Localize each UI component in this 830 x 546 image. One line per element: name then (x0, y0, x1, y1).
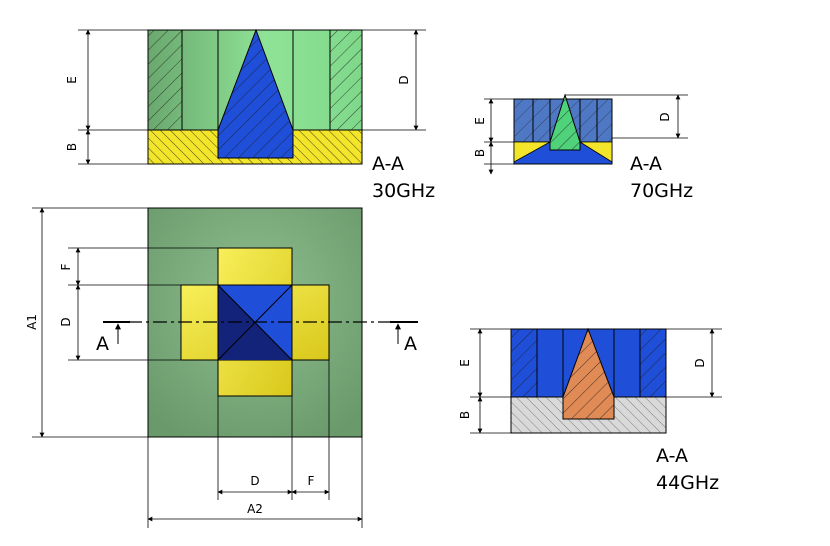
caption-section-30ghz: A-A (372, 153, 404, 175)
section-view-70ghz: E B D A-A 70GHz (473, 93, 693, 202)
dim-d-30ghz: D (397, 75, 411, 84)
dim-e-70ghz: E (473, 117, 487, 125)
dim-d-bottom: D (250, 474, 259, 488)
dim-b-44ghz: B (458, 411, 472, 419)
dim-f-left: F (59, 263, 73, 270)
dim-a1: A1 (25, 314, 39, 330)
dim-a2: A2 (247, 502, 263, 516)
dim-b-70ghz: B (473, 149, 487, 157)
dim-e-44ghz: E (458, 359, 472, 367)
dim-b-30ghz: B (65, 143, 79, 151)
caption-freq-30ghz: 30GHz (372, 180, 435, 202)
section-label-left: A (96, 333, 109, 355)
section-view-30ghz: E B D A-A 30GHz (65, 28, 435, 202)
dim-d-70ghz: D (658, 112, 672, 121)
section-view-44ghz: E B D A-A 44GHz (458, 327, 722, 494)
dim-d-left: D (59, 317, 73, 326)
caption-freq-44ghz: 44GHz (656, 472, 719, 494)
caption-freq-70ghz: 70GHz (630, 180, 693, 202)
caption-section-70ghz: A-A (630, 153, 662, 175)
dim-e-30ghz: E (65, 76, 79, 84)
dim-d-44ghz: D (693, 358, 707, 367)
dim-f-bottom: F (308, 474, 315, 488)
top-view: A A A1 F D D F A2 (25, 207, 418, 528)
caption-section-44ghz: A-A (656, 445, 688, 467)
section-label-right: A (404, 333, 417, 355)
